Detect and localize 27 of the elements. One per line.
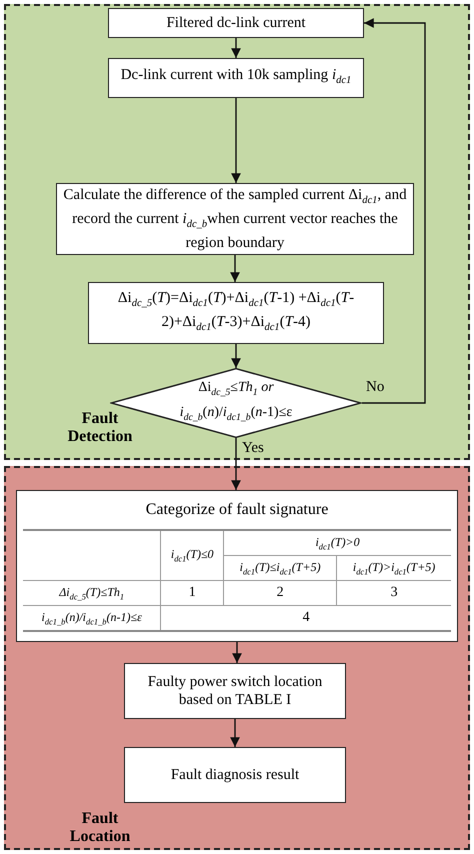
arrow [230,719,240,747]
arrow [231,344,241,368]
arrow [231,98,241,183]
process-box: Δi$_{dc_5}$(T)=Δi$_{dc1}$(T)+Δi$_{dc1}$(T-1) +Δi$_{dc1}$(T-2)+Δi$_{dc1}$(T-3)+Δi$_{dc1}$(T-4) [88,282,384,344]
process-box: Fault diagnosis result [124,747,346,803]
arrow [231,438,241,490]
table-panel [16,490,458,642]
process-box: Filtered dc-link current [108,8,364,38]
row-label: Δi$_{dc_5}$(T)≤Th$_{1}$ [23,580,161,606]
table-title: Categorize of fault signature [144,500,330,520]
column-header: i$_{dc1}$(T)≤i$_{dc1}$(T+5) [224,556,337,580]
region-title: Fault Location [68,810,132,846]
dashed-region [4,466,470,850]
edge-label: No [366,379,384,395]
column-header: i$_{dc1}$(T)≤0 [160,530,224,580]
arrow [362,18,426,404]
process-box: Calculate the difference of the sampled current Δi$_{dc1}$, and record the current i$_{dc_b}$when current vector reaches the region boundary [56,183,414,255]
arrow [231,38,241,58]
dashed-region [4,4,470,460]
region-title: Fault Detection [66,410,134,446]
arrow [230,255,240,282]
table-value: 2 [224,580,337,606]
edge-label: Yes [242,440,264,456]
process-box: Faulty power switch location based on TABLE I [124,663,346,719]
table-value: 1 [160,580,224,606]
process-box: Dc-link current with 10k sampling i$_{dc1}$ [108,58,364,98]
arrow [232,642,242,663]
